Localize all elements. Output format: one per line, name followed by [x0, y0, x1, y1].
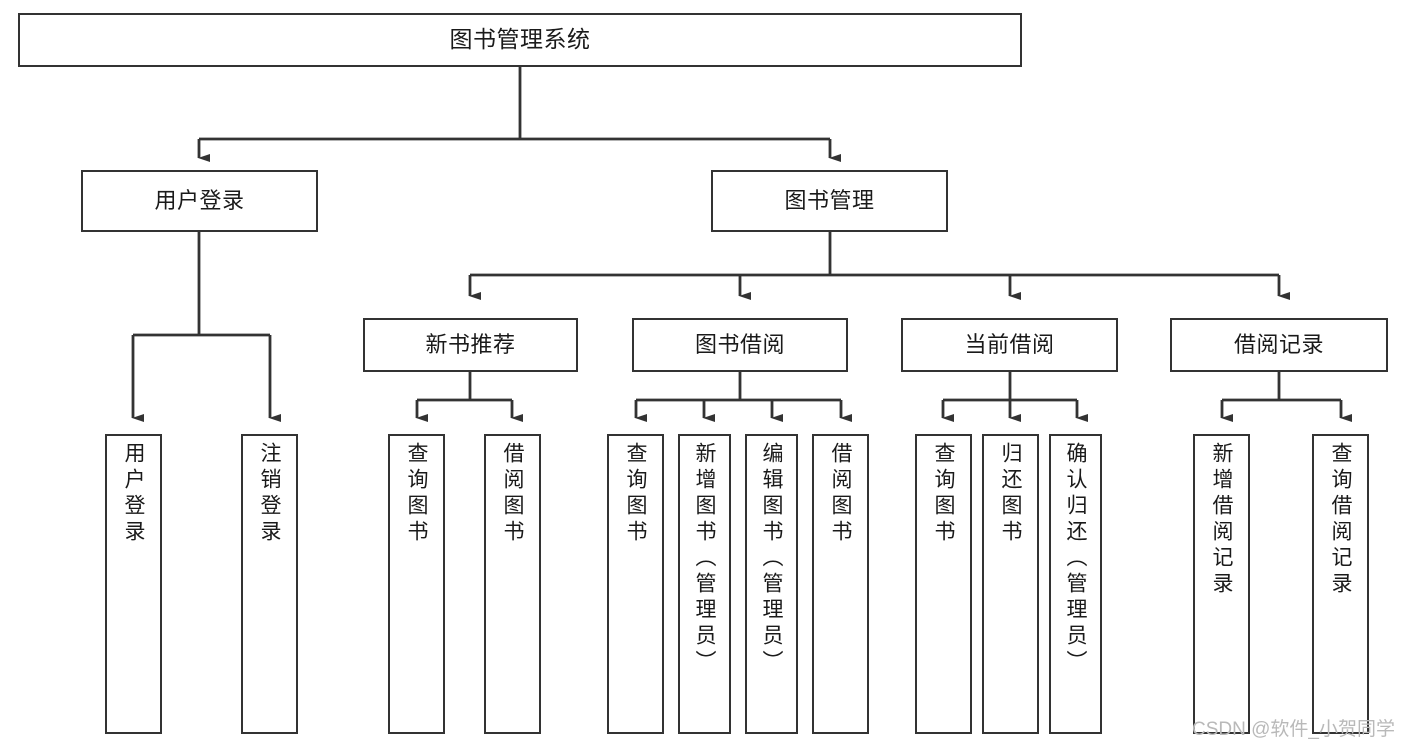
node-new-book-recommend[interactable]: 新书推荐	[363, 318, 578, 372]
node-label: 查询借阅记录	[1329, 442, 1352, 598]
node-current-borrow[interactable]: 当前借阅	[901, 318, 1118, 372]
node-book-management[interactable]: 图书管理	[711, 170, 948, 232]
leaf-add-borrow-record[interactable]: 新增借阅记录	[1193, 434, 1250, 734]
node-label: 查询图书	[624, 442, 647, 546]
leaf-add-book-admin[interactable]: 新增图书（管理员）	[678, 434, 731, 734]
node-label: 新增图书（管理员）	[693, 442, 716, 676]
leaf-query-book-recommend[interactable]: 查询图书	[388, 434, 445, 734]
node-label: 确认归还（管理员）	[1064, 442, 1087, 676]
leaf-edit-book-admin[interactable]: 编辑图书（管理员）	[745, 434, 798, 734]
node-book-borrow[interactable]: 图书借阅	[632, 318, 848, 372]
leaf-query-borrow-record[interactable]: 查询借阅记录	[1312, 434, 1369, 734]
node-label: 查询图书	[405, 442, 428, 546]
node-label: 查询图书	[932, 442, 955, 546]
node-label: 用户登录	[154, 187, 245, 213]
node-label: 用户登录	[122, 442, 145, 546]
node-label: 新增借阅记录	[1210, 442, 1233, 598]
leaf-user-login[interactable]: 用户登录	[105, 434, 162, 734]
leaf-return-book[interactable]: 归还图书	[982, 434, 1039, 734]
node-label: 借阅图书	[829, 442, 852, 546]
node-label: 编辑图书（管理员）	[760, 442, 783, 676]
leaf-confirm-return-admin[interactable]: 确认归还（管理员）	[1049, 434, 1102, 734]
node-label: 图书借阅	[694, 331, 785, 357]
node-label: 借阅记录	[1233, 331, 1324, 357]
node-borrow-record[interactable]: 借阅记录	[1170, 318, 1388, 372]
node-label: 图书管理	[784, 187, 875, 213]
leaf-borrow-book[interactable]: 借阅图书	[812, 434, 869, 734]
node-label: 新书推荐	[425, 331, 516, 357]
node-label: 归还图书	[999, 442, 1022, 546]
node-user-login[interactable]: 用户登录	[81, 170, 318, 232]
leaf-logout[interactable]: 注销登录	[241, 434, 298, 734]
leaf-borrow-book-recommend[interactable]: 借阅图书	[484, 434, 541, 734]
node-label: 借阅图书	[501, 442, 524, 546]
node-label: 图书管理系统	[449, 26, 591, 53]
node-label: 注销登录	[258, 442, 281, 546]
leaf-query-book-current[interactable]: 查询图书	[915, 434, 972, 734]
leaf-query-book-borrow[interactable]: 查询图书	[607, 434, 664, 734]
node-root-system[interactable]: 图书管理系统	[18, 13, 1022, 67]
node-label: 当前借阅	[964, 331, 1055, 357]
